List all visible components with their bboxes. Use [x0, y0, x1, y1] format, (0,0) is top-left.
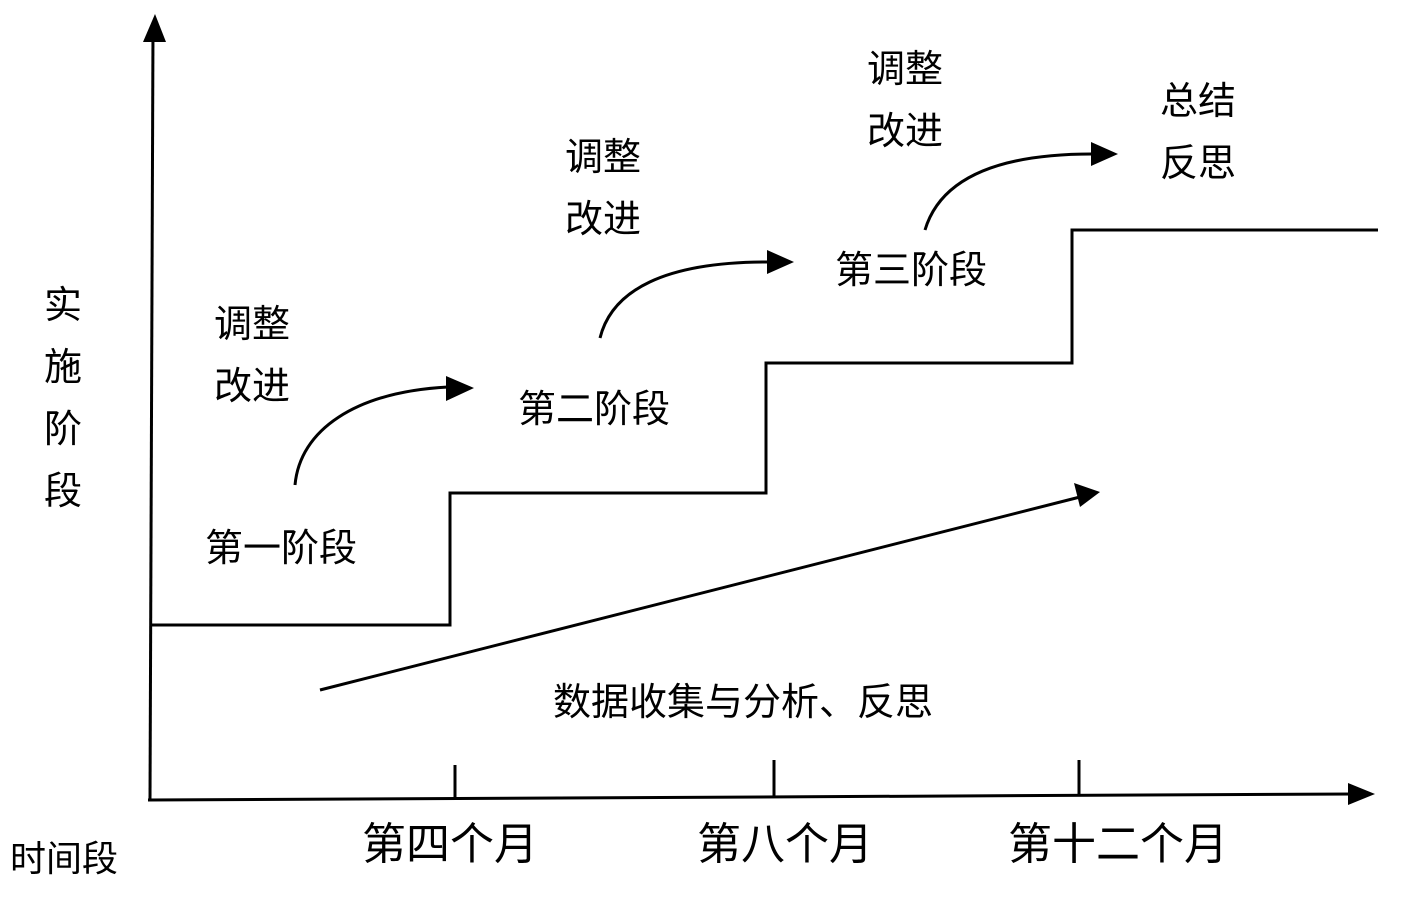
text-line: 实 — [43, 283, 82, 327]
x-axis — [147, 792, 1356, 802]
y-axis-title: 实施阶段 — [33, 274, 93, 522]
adjust-label-3-text: 调整改进 — [845, 38, 965, 162]
summary-label-text: 总结反思 — [1138, 70, 1258, 194]
summary-label: 总结反思 — [1138, 70, 1258, 194]
adjust-arrow-2-head-icon — [767, 250, 794, 274]
adjust-label-2: 调整改进 — [543, 126, 663, 250]
adjust-arrow-1 — [293, 385, 449, 486]
adjust-arrow-3 — [923, 152, 1093, 231]
data-arrow — [319, 495, 1081, 692]
data-arrow-head-icon — [1074, 483, 1100, 507]
text-line: 调整 — [564, 135, 641, 179]
stage-label-3: 第三阶段 — [835, 248, 988, 292]
tick-label-4: 第四个月 — [362, 819, 538, 870]
adjust-arrow-2 — [598, 260, 768, 339]
adjust-label-3: 调整改进 — [845, 38, 965, 162]
y-title-lines: 实施阶段 — [33, 274, 93, 522]
text-line: 阶 — [43, 407, 82, 451]
x-axis-arrow-icon — [1348, 783, 1375, 805]
text-line: 段 — [43, 469, 82, 513]
adjust-label-2-text: 调整改进 — [543, 126, 663, 250]
text-line: 改进 — [213, 364, 290, 408]
text-line: 改进 — [564, 197, 641, 241]
x-axis-title: 时间段 — [10, 839, 119, 880]
stage-staircase — [150, 228, 1378, 627]
y-axis-arrow-icon — [143, 14, 166, 42]
adjust-arrow-1-head-icon — [446, 376, 474, 401]
tick-label-12: 第十二个月 — [1008, 819, 1228, 870]
adjust-arrow-3-head-icon — [1091, 142, 1118, 166]
adjust-label-1: 调整改进 — [192, 293, 312, 417]
text-line: 总结 — [1159, 79, 1236, 123]
data-collection-label: 数据收集与分析、反思 — [553, 680, 934, 724]
text-line: 调整 — [866, 47, 943, 91]
text-line: 反思 — [1159, 141, 1236, 185]
tick-label-8: 第八个月 — [697, 819, 873, 870]
stage-label-2: 第二阶段 — [518, 387, 671, 431]
adjust-label-1-text: 调整改进 — [192, 293, 312, 417]
text-line: 施 — [43, 345, 82, 389]
text-line: 改进 — [866, 109, 943, 153]
stage-label-1: 第一阶段 — [205, 526, 358, 570]
y-axis — [148, 27, 155, 801]
text-line: 调整 — [213, 302, 290, 346]
